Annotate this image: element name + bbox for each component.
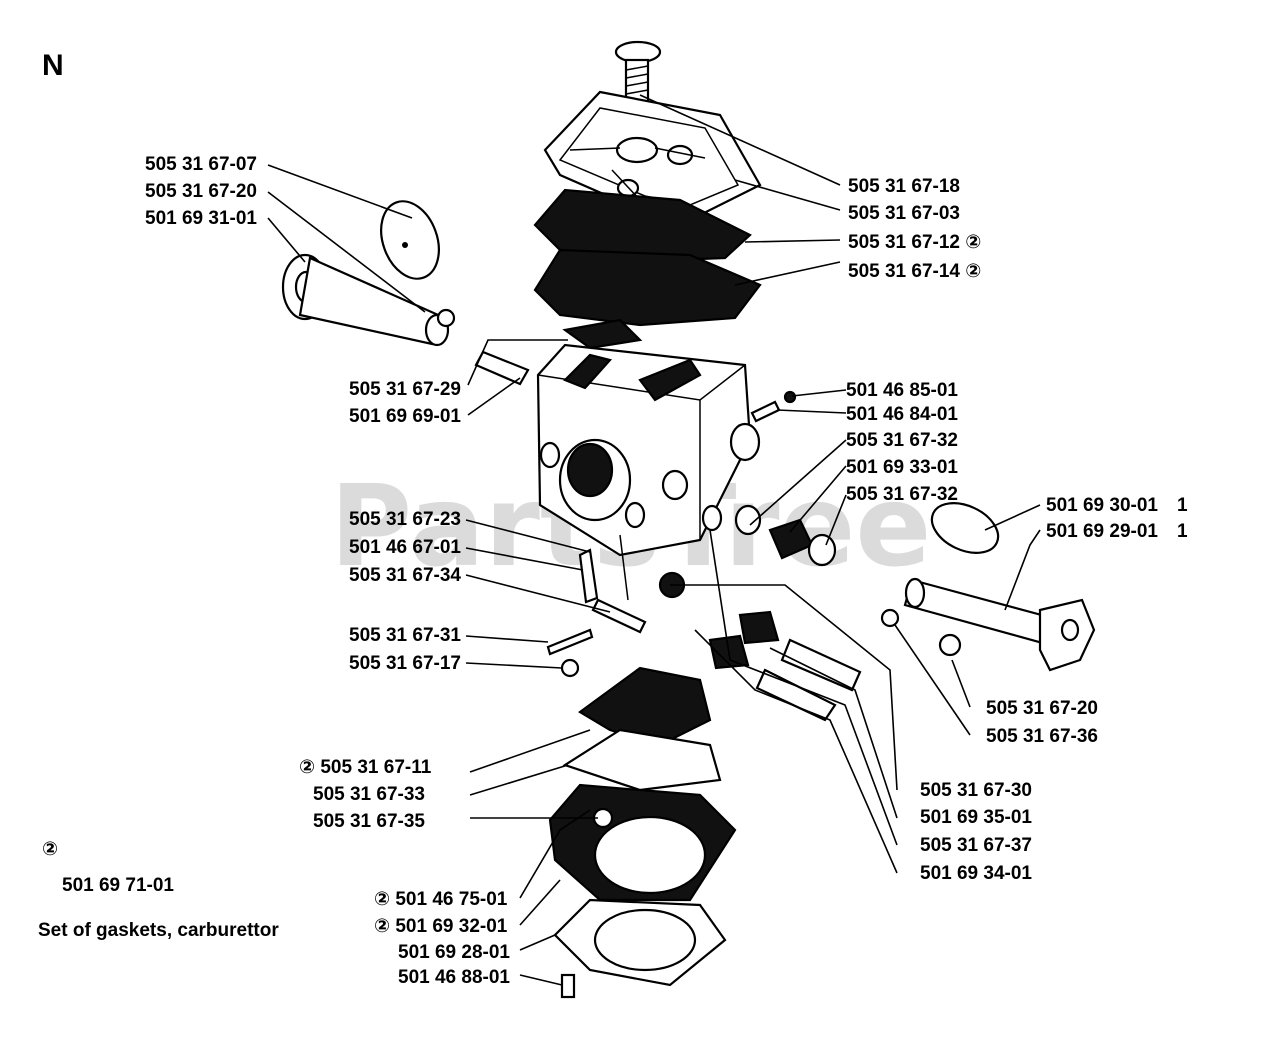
throttle-disc-part <box>930 502 1000 554</box>
callout-label: ② 501 46 75-01 <box>374 889 508 910</box>
callout-label: 501 69 28-01 <box>398 942 510 963</box>
callout-label: 505 31 67-33 <box>313 784 425 805</box>
callout-label: 501 46 88-01 <box>398 967 510 988</box>
callout-label: 505 31 67-34 <box>349 565 461 586</box>
choke-disc-part <box>380 200 440 280</box>
callout-label: 505 31 67-14 ② <box>848 261 981 282</box>
ring-part <box>734 504 762 536</box>
callout-label: 501 46 84-01 <box>846 404 958 425</box>
callout-label: 501 46 85-01 <box>846 380 958 401</box>
footnote-marker: ② <box>42 839 58 860</box>
choke-shaft-part <box>281 253 456 347</box>
callout-label: 505 31 67-03 <box>848 203 960 224</box>
callout-label: 505 31 67-07 <box>145 154 257 175</box>
callout-label: 505 31 67-32 <box>846 484 958 505</box>
callout-label: ② 505 31 67-11 <box>299 757 432 778</box>
throttle-shaft-part <box>903 577 1096 672</box>
callout-label: 505 31 67-35 <box>313 811 425 832</box>
callout-label: 501 69 33-01 <box>846 457 958 478</box>
callout-label: 501 69 69-01 <box>349 406 461 427</box>
callout-label: ② 501 69 32-01 <box>374 916 508 937</box>
callout-label: 505 31 67-29 <box>349 379 461 400</box>
callout-label: 501 69 30-01 <box>1046 495 1158 516</box>
callout-label: 505 31 67-17 <box>349 653 461 674</box>
callout-label: 501 69 34-01 <box>920 863 1032 884</box>
leader-lines <box>267 94 1041 986</box>
callout-label: 505 31 67-36 <box>986 726 1098 747</box>
callout-label: 505 31 67-31 <box>349 625 461 646</box>
callout-label: 505 31 67-20 <box>986 698 1098 719</box>
carburettor-body-part <box>536 343 761 557</box>
callout-label: 501 69 35-01 <box>920 807 1032 828</box>
callout-label: 505 31 67-12 ② <box>848 232 981 253</box>
callout-label: 505 31 67-20 <box>145 181 257 202</box>
quantity-label: 1 <box>1177 521 1188 542</box>
callout-label: 501 69 29-01 <box>1046 521 1158 542</box>
callout-label: 505 31 67-30 <box>920 780 1032 801</box>
callout-label: 501 46 67-01 <box>349 537 461 558</box>
callout-label: 505 31 67-18 <box>848 176 960 197</box>
gasket-lower-part <box>533 248 762 327</box>
quantity-label: 1 <box>1177 495 1188 516</box>
footnote-description: Set of gaskets, carburettor <box>38 920 279 941</box>
footnote-part-number: 501 69 71-01 <box>62 875 174 896</box>
callout-label: 505 31 67-37 <box>920 835 1032 856</box>
parts-artwork <box>281 40 1096 999</box>
callout-label: 501 69 31-01 <box>145 208 257 229</box>
diaphragm-part <box>578 666 712 747</box>
part-labels: 505 31 67-07 505 31 67-20 501 69 31-01 5… <box>145 154 1188 988</box>
callout-label: 505 31 67-32 <box>846 430 958 451</box>
callout-label: 505 31 67-23 <box>349 509 461 530</box>
page-letter: N <box>42 49 64 82</box>
footnote: ② 501 69 71-01 Set of gaskets, carburett… <box>38 839 279 941</box>
pin-part <box>474 350 530 386</box>
